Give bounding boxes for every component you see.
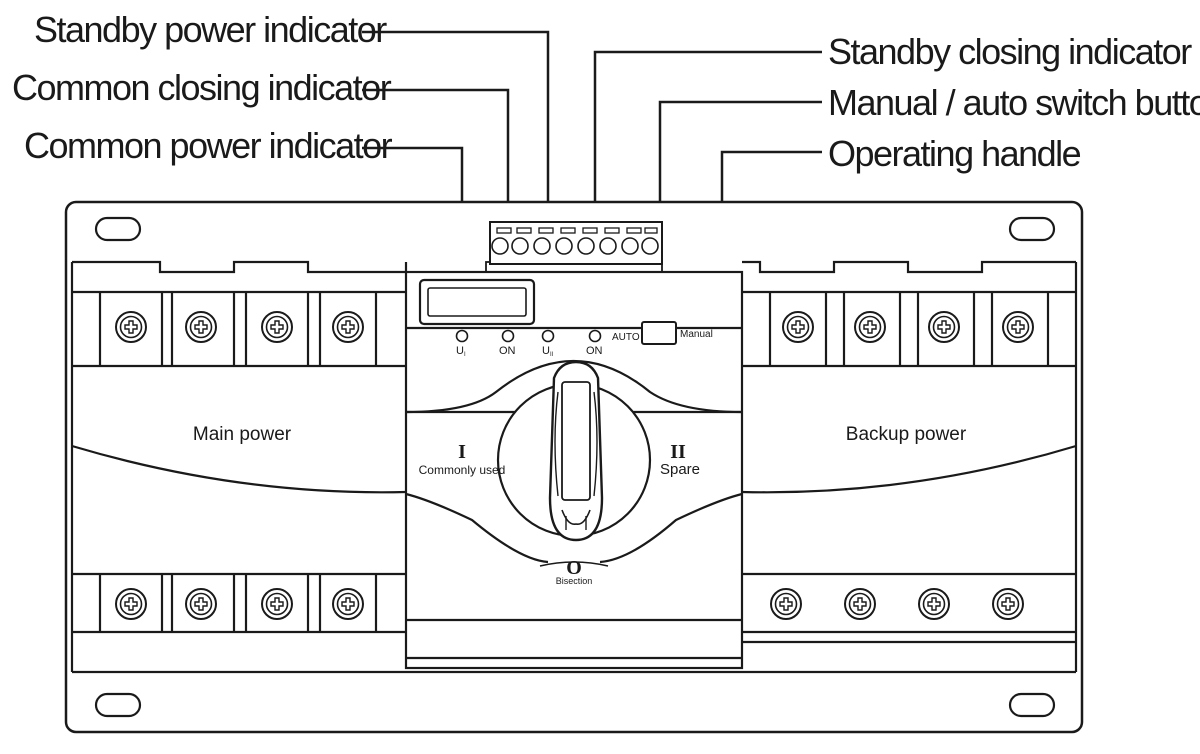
operating-handle[interactable]: [548, 360, 604, 542]
mounting-slot-bottom-right: [1008, 692, 1056, 718]
terminal-screw: [928, 311, 960, 343]
manual-auto-switch-button[interactable]: [641, 321, 677, 345]
terminal-screw: [115, 311, 147, 343]
terminal-screw: [185, 588, 217, 620]
label-u2: U: [542, 345, 550, 357]
callout-standby-power-indicator: Standby power indicator: [34, 9, 387, 50]
terminal-screw: [332, 588, 364, 620]
terminal-screws: [491, 227, 659, 255]
callout-manual-auto-switch-button: Manual / auto switch button: [828, 82, 1200, 123]
backup-power-label: Backup power: [846, 424, 967, 445]
terminal-screw: [185, 311, 217, 343]
standby-power-led: [541, 329, 555, 343]
position-0-numeral: O: [566, 557, 582, 579]
position-0-label: Bisection: [556, 576, 593, 586]
position-1-label: Commonly used: [419, 463, 506, 477]
manual-label: Manual: [680, 329, 713, 340]
common-power-led: [455, 329, 469, 343]
auto-label: AUTO: [612, 332, 640, 343]
terminal-screw: [770, 588, 802, 620]
standby-closing-led: [588, 329, 602, 343]
terminal-screw: [992, 588, 1024, 620]
terminal-screw: [854, 311, 886, 343]
mounting-slot-bottom-left: [94, 692, 142, 718]
callout-common-closing-indicator: Common closing indicator: [12, 67, 392, 108]
label-u2-sub: II: [550, 352, 554, 358]
position-1-numeral: I: [458, 441, 466, 463]
terminal-screws-main: [115, 311, 1034, 620]
terminal-screw: [115, 588, 147, 620]
terminal-screw: [261, 588, 293, 620]
common-closing-led: [501, 329, 515, 343]
callout-common-power-indicator: Common power indicator: [24, 125, 393, 166]
indicator-leds: [455, 329, 602, 343]
label-u1-sub: I: [464, 352, 466, 358]
label-u1: U: [456, 345, 464, 357]
mounting-slot-top-left: [94, 216, 142, 242]
terminal-screw: [332, 311, 364, 343]
callout-standby-closing-indicator: Standby closing indicator: [828, 31, 1192, 72]
terminal-screw: [844, 588, 876, 620]
position-2-numeral: II: [670, 441, 686, 463]
terminal-screw: [1002, 311, 1034, 343]
label-on-2: ON: [586, 345, 603, 357]
main-power-label: Main power: [193, 424, 292, 445]
switch-body: [70, 260, 1078, 674]
display-window: [418, 278, 536, 326]
terminal-screw: [261, 311, 293, 343]
label-on-1: ON: [499, 345, 516, 357]
terminal-screw: [782, 311, 814, 343]
mounting-slot-top-right: [1008, 216, 1056, 242]
terminal-block: [485, 221, 663, 273]
terminal-screw: [918, 588, 950, 620]
position-2-label: Spare: [660, 461, 700, 478]
callout-operating-handle: Operating handle: [828, 133, 1081, 174]
